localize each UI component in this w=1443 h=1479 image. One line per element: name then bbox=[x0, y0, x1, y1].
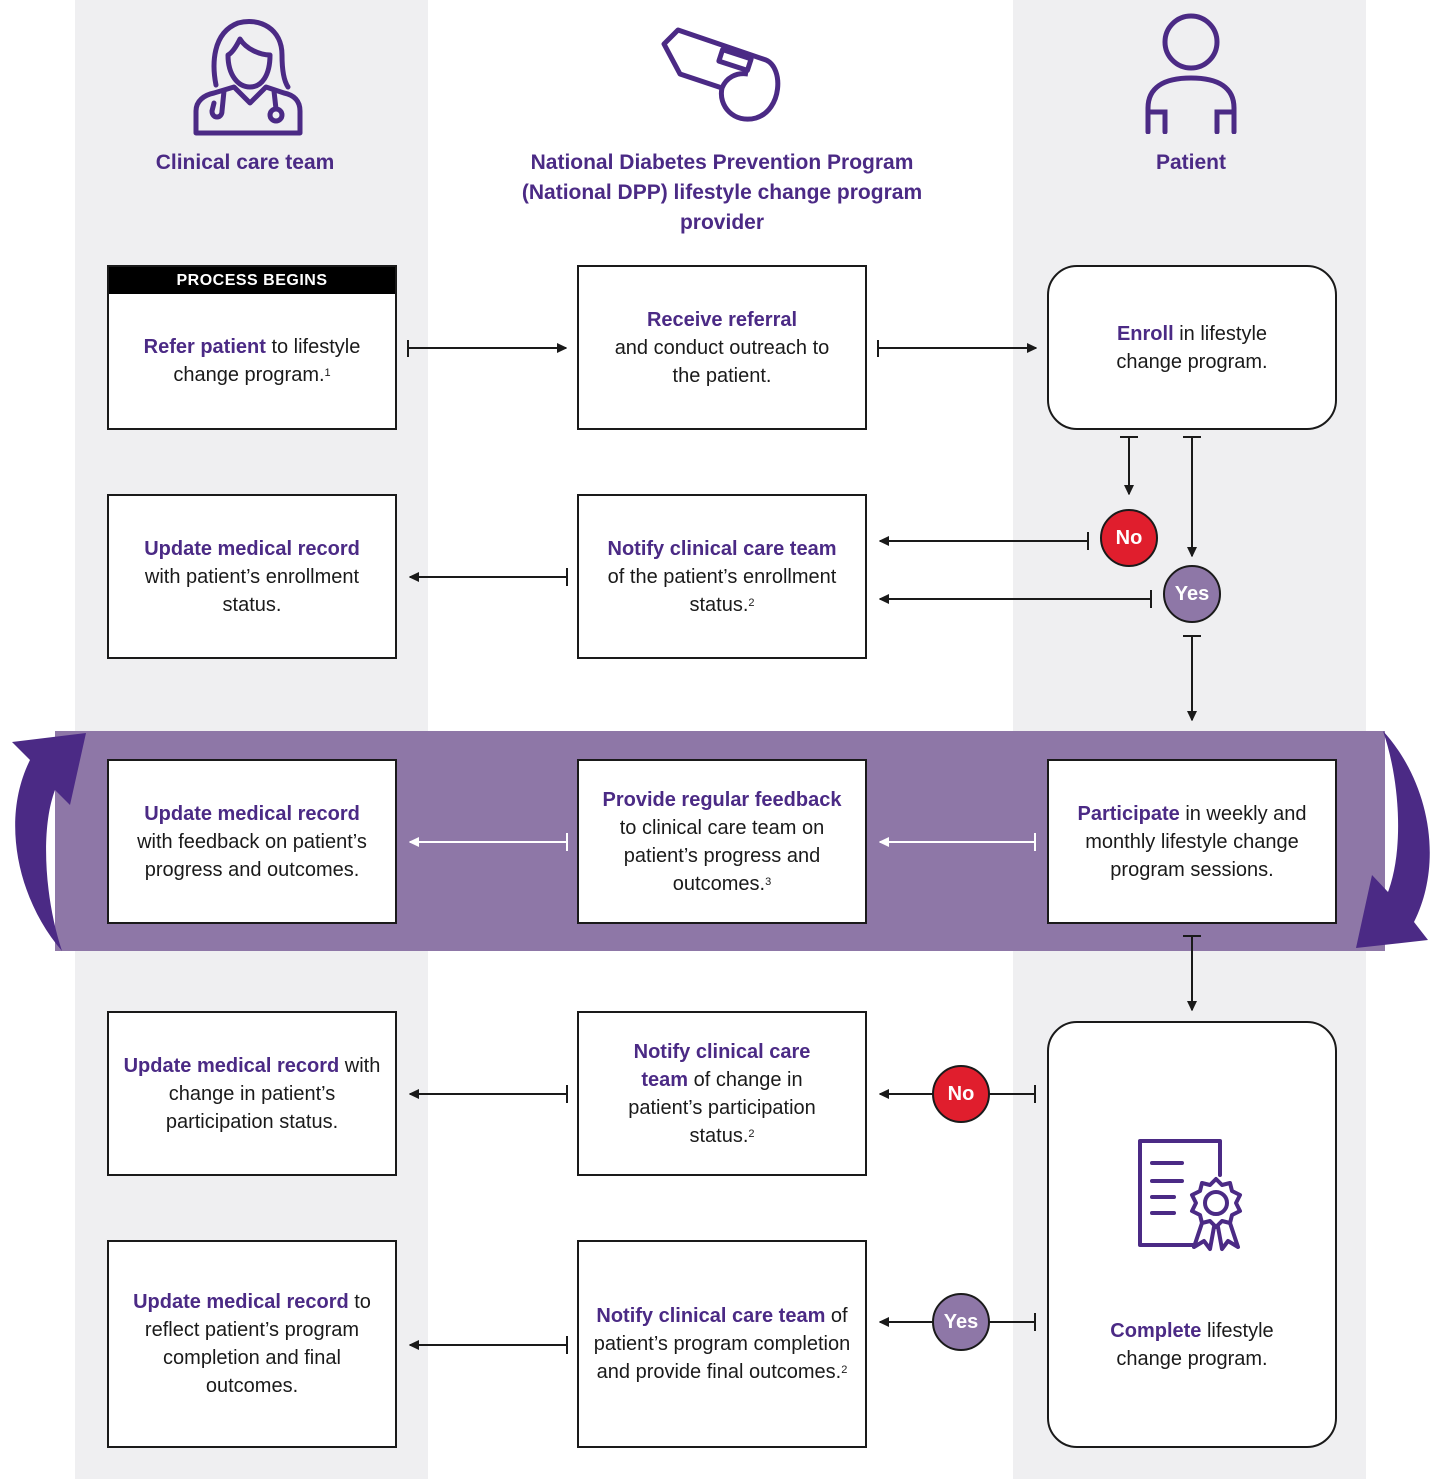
lane-header-provider: National Diabetes Prevention Program (Na… bbox=[521, 151, 923, 234]
update-participation-bold: Update medical record bbox=[123, 1054, 340, 1077]
notify-completion-text: of patient’s program completion and prov… bbox=[593, 1305, 851, 1383]
enroll-text: in lifestyle change program. bbox=[1116, 322, 1268, 373]
refer-text: to lifestyle change program. bbox=[173, 335, 361, 386]
yes-badge-completion: Yes bbox=[932, 1293, 990, 1351]
box-update-completion: Update medical record to reflect patient… bbox=[107, 1240, 397, 1448]
box-update-feedback: Update medical record with feedback on p… bbox=[107, 759, 397, 924]
no-badge-participation: No bbox=[932, 1065, 990, 1123]
box-notify-completion: Notify clinical care team of patient’s p… bbox=[577, 1240, 867, 1448]
box-receive-referral: Receive referral and conduct outreach to … bbox=[577, 265, 867, 430]
box-update-participation: Update medical record with change in pat… bbox=[107, 1011, 397, 1176]
receive-text: and conduct outreach to the patient. bbox=[614, 336, 830, 387]
patient-icon bbox=[1145, 13, 1237, 134]
whistle-icon bbox=[661, 27, 781, 122]
update-participation-text: with change in patient’s participation s… bbox=[165, 1054, 381, 1133]
notify-participation-bold: Notify clinical care team bbox=[633, 1040, 811, 1091]
notify-completion-note: 2 bbox=[841, 1364, 848, 1376]
notify-enroll-note: 2 bbox=[748, 596, 755, 609]
update-feedback-bold: Update medical record bbox=[144, 802, 360, 825]
notify-participation-text: of change in patient’s participation sta… bbox=[628, 1068, 816, 1147]
certificate-icon bbox=[1138, 1139, 1242, 1251]
notify-participation-note: 2 bbox=[748, 1127, 755, 1140]
participate-text: in weekly and monthly lifestyle change p… bbox=[1085, 802, 1307, 881]
lane-header-patient: Patient bbox=[1155, 151, 1226, 174]
yes-badge-enroll: Yes bbox=[1163, 565, 1221, 623]
box-complete: Complete lifestyle change program. bbox=[1047, 1021, 1337, 1448]
enroll-bold: Enroll bbox=[1116, 322, 1174, 345]
complete-text: lifestyle change program. bbox=[1116, 1320, 1274, 1370]
complete-bold: Complete bbox=[1110, 1320, 1202, 1342]
box-enroll: Enroll in lifestyle change program. bbox=[1047, 265, 1337, 430]
provide-feedback-note: 3 bbox=[765, 875, 772, 888]
process-begins-label: PROCESS BEGINS bbox=[109, 267, 395, 294]
update-completion-bold: Update medical record bbox=[133, 1291, 349, 1313]
doctor-icon bbox=[193, 19, 303, 136]
receive-bold: Receive referral bbox=[646, 308, 798, 331]
box-participate: Participate in weekly and monthly lifest… bbox=[1047, 759, 1337, 924]
no-badge-enroll: No bbox=[1100, 509, 1158, 567]
box-notify-enrollment: Notify clinical care team of the patient… bbox=[577, 494, 867, 659]
notify-enroll-text: of the patient’s enrollment status. bbox=[607, 565, 837, 616]
box-update-enrollment: Update medical record with patient’s enr… bbox=[107, 494, 397, 659]
update-completion-text: to reflect patient’s program completion … bbox=[144, 1291, 371, 1397]
provide-feedback-bold: Provide regular feedback bbox=[602, 788, 842, 811]
refer-note: 1 bbox=[324, 366, 331, 379]
box-provide-feedback: Provide regular feedback to clinical car… bbox=[577, 759, 867, 924]
update-enroll-text: with patient’s enrollment status. bbox=[144, 565, 360, 616]
box-notify-participation: Notify clinical care team of change in p… bbox=[577, 1011, 867, 1176]
participate-bold: Participate bbox=[1077, 802, 1180, 825]
notify-completion-bold: Notify clinical care team bbox=[596, 1305, 826, 1327]
refer-bold: Refer patient bbox=[143, 335, 266, 358]
lane-header-clinical: Clinical care team bbox=[155, 151, 335, 174]
provide-feedback-text: to clinical care team on patient’s progr… bbox=[619, 816, 825, 895]
update-feedback-text: with feedback on patient’s progress and … bbox=[137, 830, 367, 881]
box-refer-patient: PROCESS BEGINS Refer patient to lifestyl… bbox=[107, 265, 397, 430]
update-enroll-bold: Update medical record bbox=[144, 537, 360, 560]
notify-enroll-bold: Notify clinical care team bbox=[607, 537, 837, 560]
